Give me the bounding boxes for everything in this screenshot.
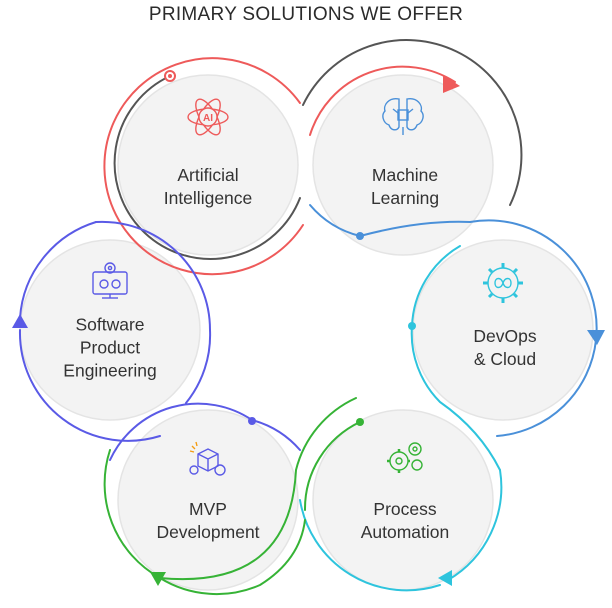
node-label-mvp: MVP Development <box>156 498 259 544</box>
label-line: Development <box>156 522 260 542</box>
gear-infinity-icon <box>483 263 523 303</box>
arc-spe-purple-3 <box>95 220 212 404</box>
dot-automation-green <box>356 418 364 426</box>
arc-spe-purple <box>19 221 97 319</box>
arc-spe-purple-2 <box>18 329 161 442</box>
arc-ai-start-dot-inner <box>168 74 172 78</box>
arrow-ml-red <box>443 75 460 93</box>
label-line: & Cloud <box>473 349 537 369</box>
arc-ml-red <box>309 65 456 136</box>
page-title: PRIMARY SOLUTIONS WE OFFER <box>148 4 464 25</box>
box-gears-icon <box>189 441 226 476</box>
arc-devops-cyan <box>411 245 461 327</box>
arc-automation-cyan <box>447 469 503 581</box>
label-line: Software <box>75 314 145 335</box>
label-line: Learning <box>370 188 440 208</box>
arc-ai-gray <box>113 75 301 260</box>
arrow-automation-cyan <box>438 570 452 586</box>
dot-devops-cyan <box>408 322 416 330</box>
arc-devops-blue <box>359 219 598 341</box>
circle-ai <box>117 74 299 256</box>
arc-ml-gray <box>302 39 523 206</box>
node-label-spe: Software Product Engineering <box>63 314 156 383</box>
arc-automation-green-2 <box>159 519 306 596</box>
arc-ml-blue <box>309 204 361 237</box>
brain-circuit-icon <box>382 97 424 135</box>
gears-icon <box>387 442 423 473</box>
label-line: MVP <box>189 499 227 519</box>
label-line: Machine <box>371 165 439 185</box>
node-label-ml: Machine Learning <box>371 164 439 210</box>
circle-ml <box>312 74 494 256</box>
node-label-automation: Process Automation <box>361 498 450 544</box>
arc-automation-green <box>303 421 361 511</box>
arc-ai-red <box>103 57 304 276</box>
circle-mvp <box>117 409 299 591</box>
label-line: DevOps <box>473 326 537 346</box>
arc-devops-cyan-2 <box>410 325 501 471</box>
label-line: Intelligence <box>163 188 253 208</box>
node-circles <box>19 74 594 591</box>
ai-brain-icon: AI <box>187 98 229 136</box>
dot-mvp-purple <box>248 417 256 425</box>
svg-text:AI: AI <box>203 113 213 124</box>
arrow-mvp-green <box>150 572 166 586</box>
label-line: Product <box>79 337 141 358</box>
label-line: Process <box>373 499 437 519</box>
arrow-spe-purple <box>12 314 28 328</box>
label-line: Engineering <box>63 360 157 381</box>
label-line: Automation <box>360 522 450 542</box>
arc-devops-blue-lower <box>496 339 597 437</box>
arrow-devops-blue <box>587 330 605 345</box>
arc-automation-cyan-2 <box>299 499 441 592</box>
label-line: Artificial <box>177 165 239 185</box>
node-label-devops: DevOps & Cloud <box>473 325 536 371</box>
monitor-gear-icon <box>92 262 128 299</box>
node-label-ai: Artificial Intelligence <box>164 164 253 210</box>
dot-ml-blue <box>356 232 364 240</box>
arc-mvp-green <box>103 397 357 580</box>
